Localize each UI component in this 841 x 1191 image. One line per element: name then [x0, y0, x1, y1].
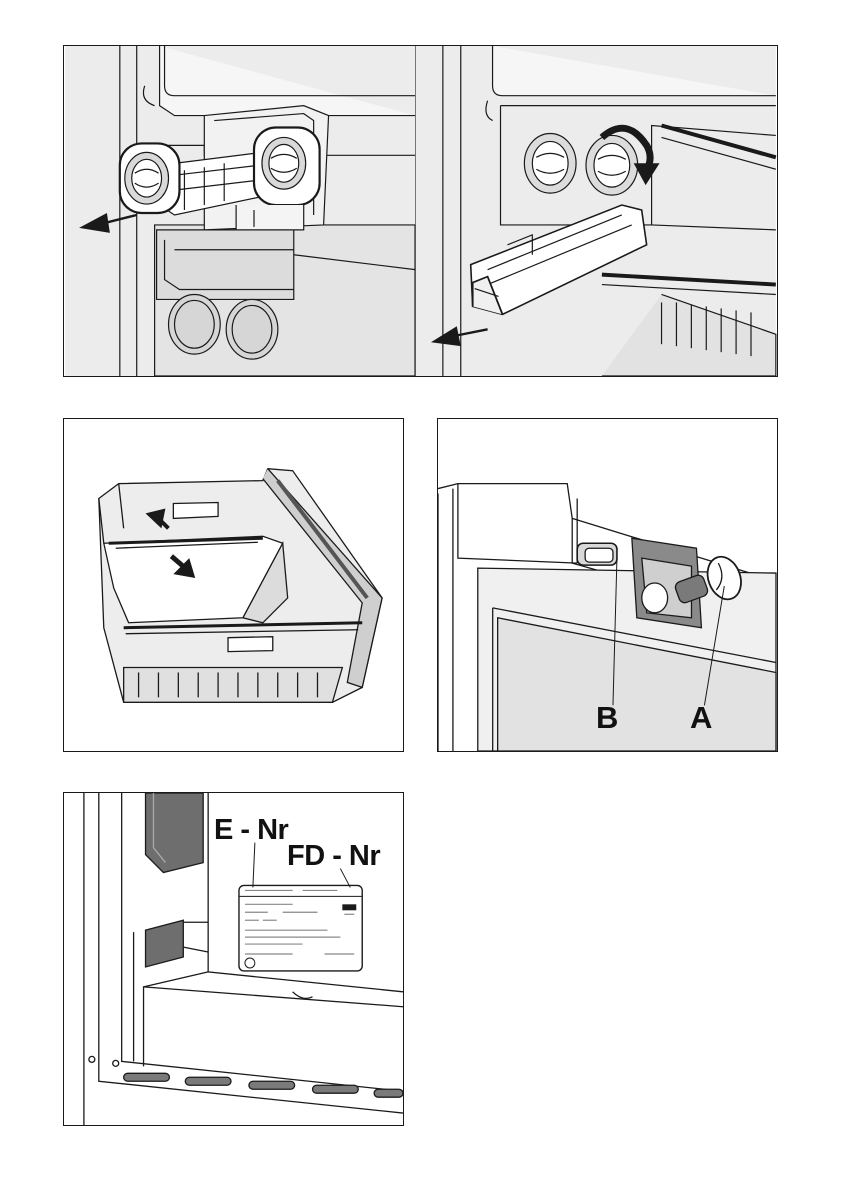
callout-label-a: A [690, 702, 712, 733]
ice-tray-right-scene [416, 46, 776, 376]
drawer-illustration [64, 419, 403, 751]
interior-light-figure: B A [437, 418, 778, 752]
rating-plate-card [239, 885, 362, 970]
callout-label-b: B [596, 702, 618, 733]
freezer-drawer-figure [63, 418, 404, 752]
rating-plate-figure: E - Nr FD - Nr [63, 792, 404, 1126]
callout-label-e-nr: E - Nr [214, 816, 288, 845]
callout-label-fd-nr: FD - Nr [287, 842, 380, 871]
ice-tray-figure [63, 45, 778, 377]
ice-tray-illustration [64, 46, 777, 376]
ice-tray-left-scene [65, 46, 415, 376]
